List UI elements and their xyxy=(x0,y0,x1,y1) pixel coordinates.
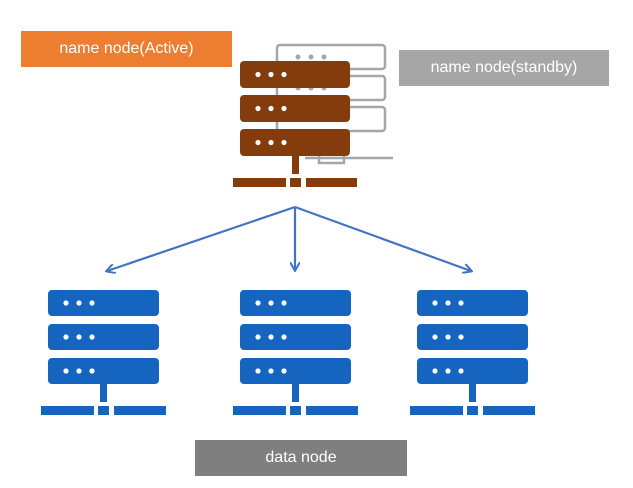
arrows xyxy=(107,205,471,271)
arrow-to-data-node-right xyxy=(294,205,471,271)
data-node-label: data node xyxy=(195,440,407,476)
active-server-icon xyxy=(233,61,357,187)
data-server-icon-1 xyxy=(41,290,166,415)
data-server-icon-3 xyxy=(410,290,535,415)
arrow-to-data-node-left xyxy=(107,205,296,271)
data-server-icon-2 xyxy=(233,290,358,415)
active-name-node-label: name node(Active) xyxy=(21,31,232,67)
standby-name-node-label: name node(standby) xyxy=(399,50,609,86)
